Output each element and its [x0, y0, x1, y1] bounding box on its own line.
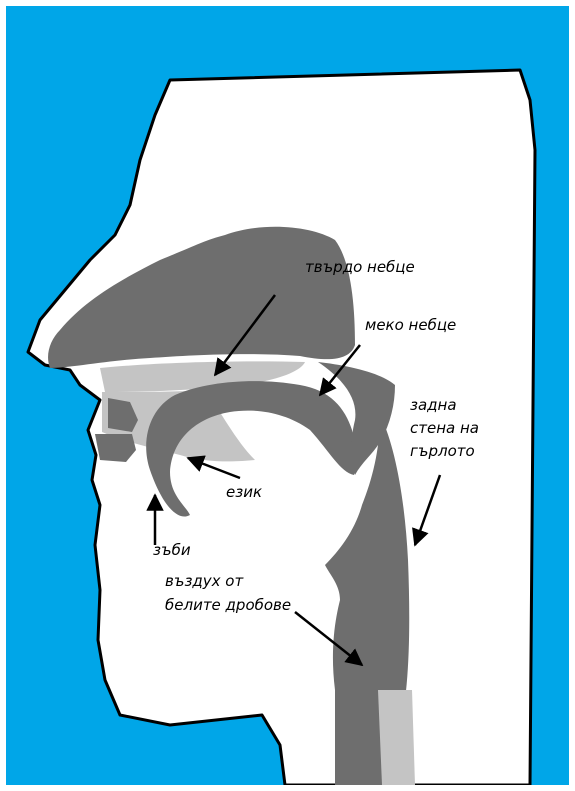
trachea: [378, 690, 415, 785]
label-hard-palate: твърдо небце: [305, 258, 415, 276]
label-pharynx-line2: стена на: [410, 419, 479, 437]
label-pharynx-line1: задна: [410, 396, 457, 414]
label-teeth: зъби: [153, 541, 191, 559]
label-pharynx-line3: гърлото: [410, 442, 475, 460]
label-air-line2: белите дробове: [165, 596, 291, 614]
label-tongue: език: [226, 483, 262, 501]
label-soft-palate: меко небце: [365, 316, 456, 334]
vocal-tract-diagram: твърдо небце меко небце задна стена на г…: [6, 6, 569, 785]
label-air-line1: въздух от: [165, 572, 244, 590]
diagram-panel: твърдо небце меко небце задна стена на г…: [6, 6, 569, 785]
